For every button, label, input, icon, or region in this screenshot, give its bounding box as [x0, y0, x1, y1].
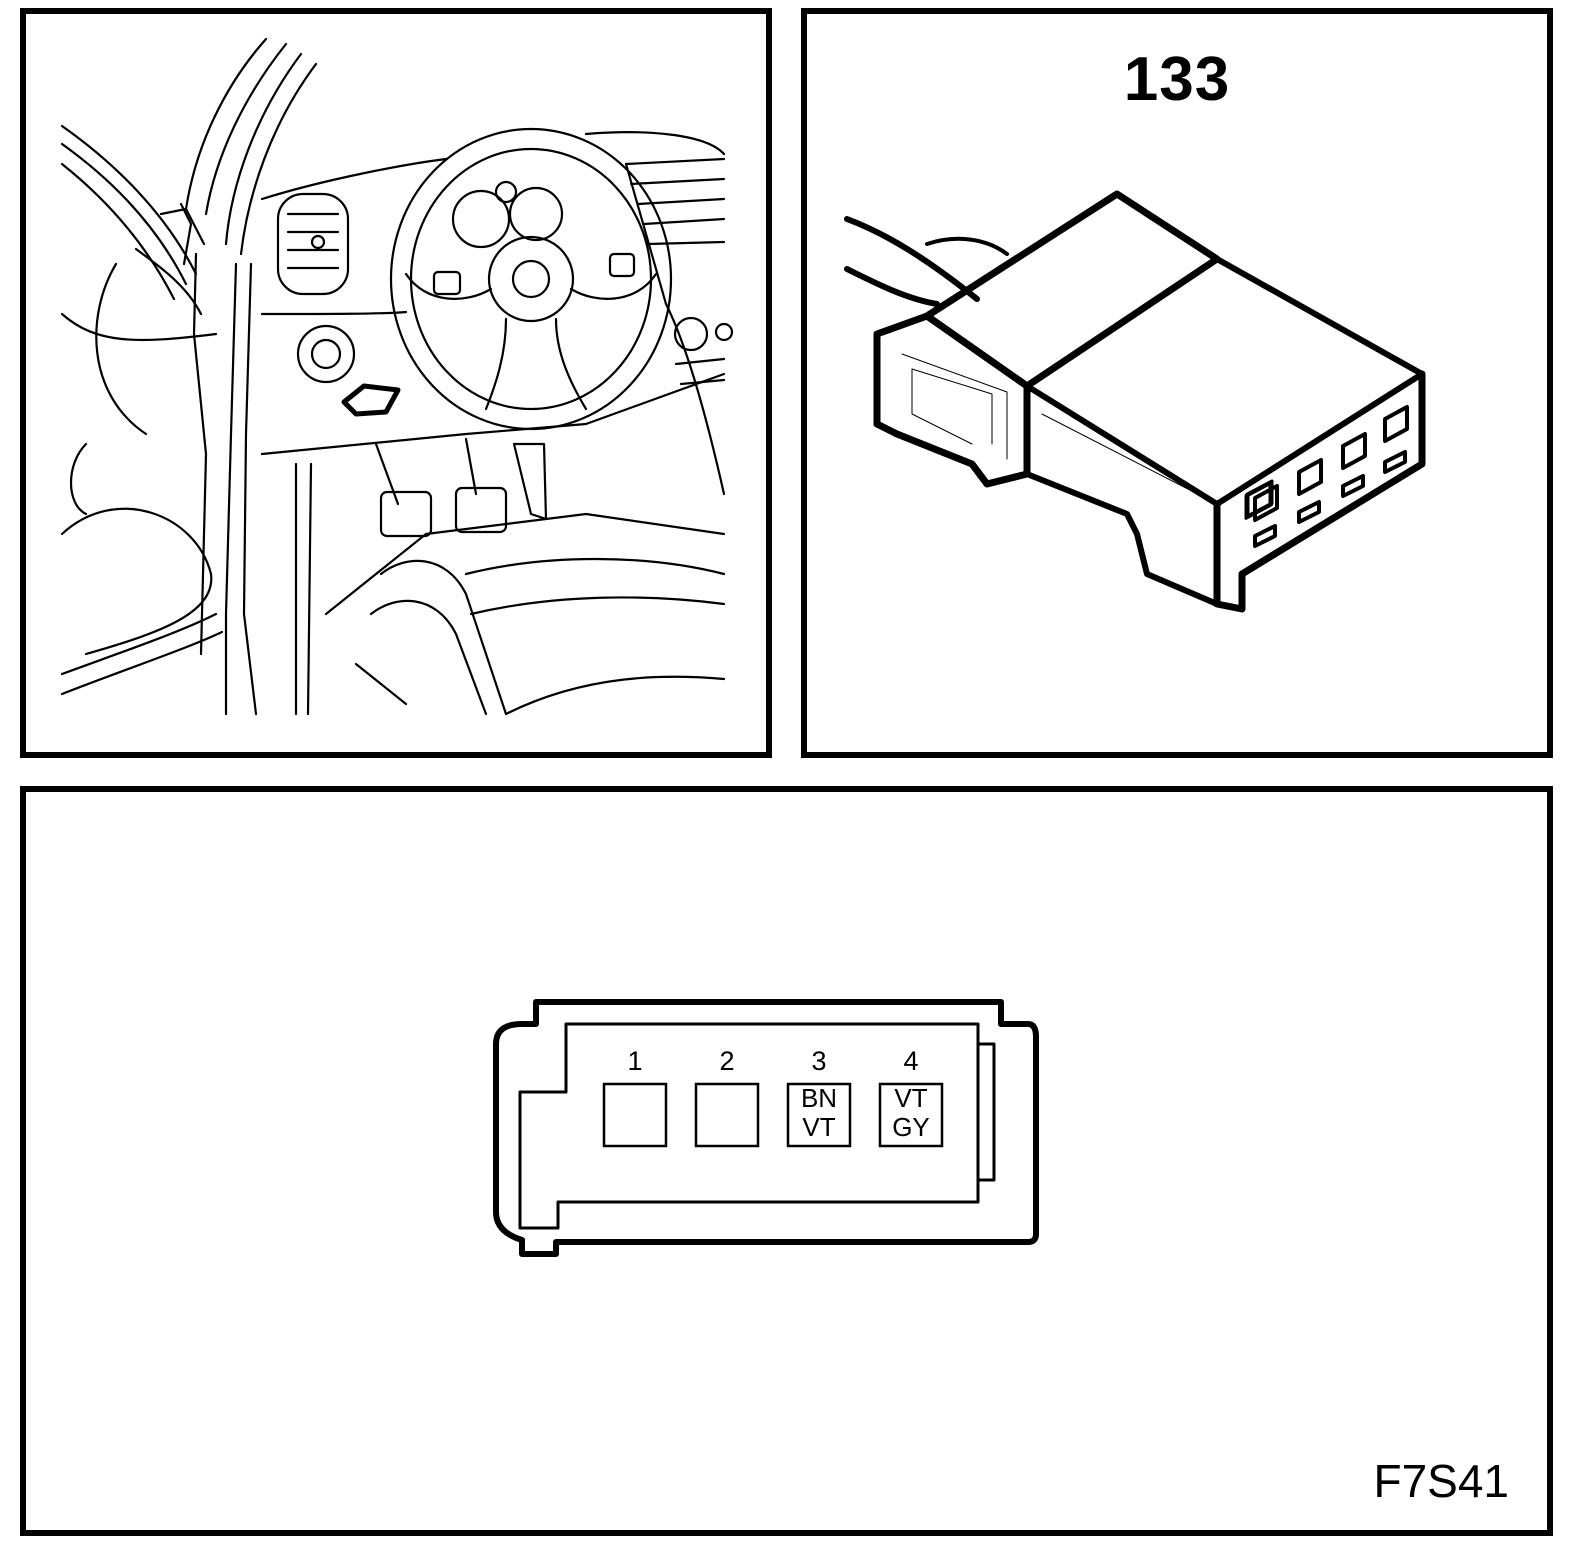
pin-3-wire-color-2: VT — [802, 1112, 835, 1142]
pin-4-wire-color-1: VT — [894, 1083, 927, 1113]
pin-cavity-4 — [878, 1082, 944, 1148]
pin-3-wire-color-1: BN — [801, 1083, 837, 1113]
pin-number-2: 2 — [719, 1046, 734, 1076]
pin-cavity-1 — [602, 1082, 668, 1148]
pin-cavity-3 — [786, 1082, 852, 1148]
pin-cavity-2 — [694, 1082, 760, 1148]
connector-3d-drawing — [844, 190, 1426, 613]
connector-panel: 133 — [801, 8, 1553, 758]
figure-code: F7S41 — [1373, 1455, 1509, 1507]
location-panel — [20, 8, 772, 758]
pin-number-1: 1 — [627, 1046, 642, 1076]
pin-number-4: 4 — [903, 1046, 918, 1076]
pin-4-wire-color-2: GY — [892, 1112, 930, 1142]
connector-id: 133 — [1123, 45, 1231, 114]
pin-number-3: 3 — [811, 1046, 826, 1076]
interior-location-drawing — [60, 37, 734, 716]
